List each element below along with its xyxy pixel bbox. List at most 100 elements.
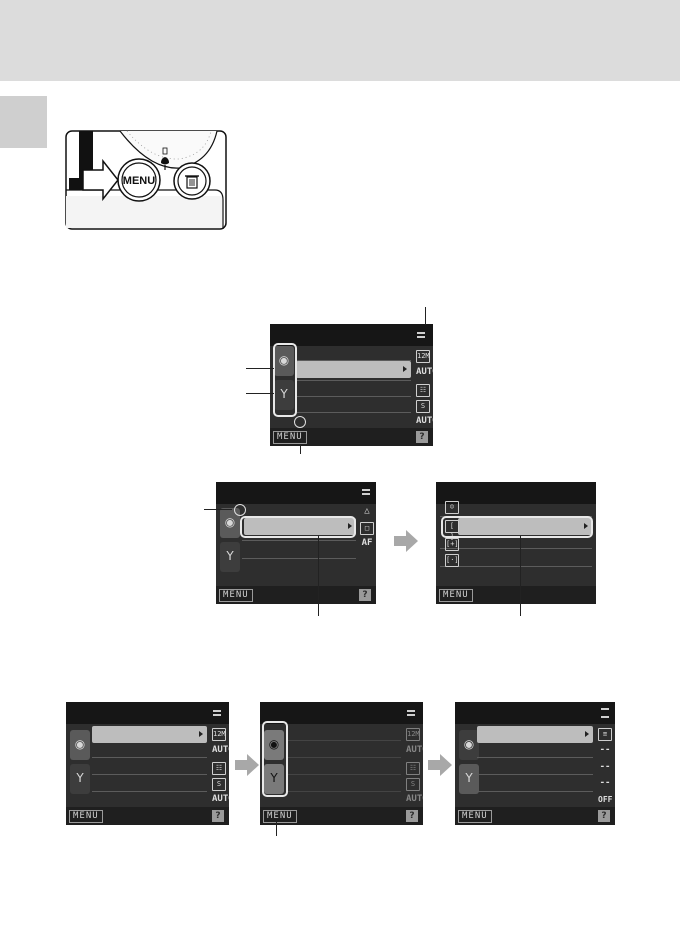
setup-tab[interactable]: Y	[274, 380, 294, 410]
menu-label: MENU	[273, 431, 307, 444]
iso-icon: AUTO	[416, 416, 433, 426]
menu-row-selected[interactable]	[477, 726, 593, 743]
screen-bottom-bar: MENU	[436, 586, 596, 604]
bottom-setup-screen: ◉ Y ≡ -- -- -- OFF MENU ?	[455, 702, 615, 825]
menu-row-divider	[440, 566, 592, 567]
screen-title-bar	[66, 702, 229, 724]
white-balance-icon: AUTO	[406, 745, 423, 755]
shooting-menu-screen: ◉ Y 12M AUTO ☷ S AUTO MENU ?	[270, 324, 433, 446]
wrench-icon: Y	[465, 771, 473, 785]
screen-bottom-bar: MENU ?	[260, 807, 423, 825]
setup-tab[interactable]: Y	[70, 764, 90, 794]
setup-tab[interactable]: Y	[459, 764, 479, 794]
menu-tab-column[interactable]: ◉ Y	[274, 346, 294, 412]
menu-label: MENU	[263, 810, 297, 823]
shooting-tab[interactable]: ◉	[264, 730, 284, 760]
menu-row-divider	[286, 774, 401, 775]
menu-label: MENU	[69, 810, 103, 823]
callout-line	[300, 444, 301, 454]
scroll-indicator-icon	[362, 489, 370, 495]
menu-tab-column[interactable]: ◉ Y	[459, 730, 479, 796]
scroll-down-marker	[294, 416, 306, 428]
shooting-tab[interactable]: ◉	[220, 508, 240, 538]
menu-row-divider	[440, 548, 592, 549]
image-size-icon: 12M	[416, 350, 430, 363]
center-area-icon[interactable]: [·]	[445, 554, 459, 567]
scroll-indicator-icon	[213, 710, 221, 716]
continuous-icon: S	[406, 778, 420, 791]
shooting-tab[interactable]: ◉	[70, 730, 90, 760]
menu-row-selected[interactable]	[92, 726, 207, 743]
header-band	[0, 0, 680, 81]
continuous-icon: S	[416, 400, 430, 413]
camera-icon: ◉	[268, 737, 280, 751]
help-icon[interactable]: ?	[598, 810, 610, 822]
iso-icon: AUTO	[212, 794, 229, 804]
menu-row-selected[interactable]	[458, 518, 592, 535]
setup-tab[interactable]: Y	[264, 764, 284, 794]
menu-row-divider	[477, 791, 593, 792]
metering-icon: ☷	[406, 762, 420, 775]
menu-row-divider	[92, 757, 207, 758]
screen-title-bar	[260, 702, 423, 724]
help-icon[interactable]: ?	[416, 431, 428, 443]
menu-tab-column[interactable]: ◉ Y	[264, 730, 284, 796]
wrench-icon: Y	[270, 771, 278, 785]
menu-row-divider	[242, 558, 356, 559]
menu-row-divider	[477, 774, 593, 775]
setting-icon: △	[364, 506, 370, 516]
date-imprint-icon: --	[599, 778, 611, 788]
menu-row-divider	[296, 380, 411, 381]
row-highlight-frame	[441, 516, 593, 538]
camera-icon: ◉	[74, 737, 86, 751]
delete-button[interactable]	[173, 162, 211, 200]
scroll-up-marker	[234, 504, 246, 516]
callout-line	[276, 822, 277, 836]
menu-row-divider	[477, 757, 593, 758]
scroll-indicator-icon	[407, 710, 415, 716]
face-priority-icon[interactable]: ☺	[445, 501, 459, 514]
menu-tab-column[interactable]: ◉ Y	[220, 508, 240, 574]
menu-row-selected[interactable]	[296, 361, 411, 378]
menu-row-divider	[286, 791, 401, 792]
white-balance-icon: AUTO	[416, 367, 433, 377]
scroll-indicator-icon	[601, 708, 609, 718]
callout-line	[246, 368, 274, 369]
menu-label: MENU	[458, 810, 492, 823]
menu-row-selected[interactable]	[244, 518, 356, 535]
white-balance-icon: AUTO	[212, 745, 229, 755]
chapter-side-tab	[0, 96, 47, 148]
row-highlight-frame	[240, 516, 356, 538]
continuous-icon: S	[212, 778, 226, 791]
help-icon[interactable]: ?	[359, 589, 371, 601]
welcome-screen-icon: ≡	[598, 728, 612, 741]
vr-icon: OFF	[598, 795, 613, 804]
menu-button[interactable]: MENU	[117, 158, 161, 202]
setup-tab[interactable]: Y	[220, 542, 240, 572]
manual-area-icon[interactable]: [+]	[445, 538, 459, 551]
arrow-right-icon	[394, 530, 418, 552]
monitor-icon: --	[599, 762, 611, 772]
scroll-indicator-icon	[417, 332, 425, 338]
date-icon: --	[599, 745, 611, 755]
screen-title-bar	[270, 324, 433, 346]
help-icon[interactable]: ?	[406, 810, 418, 822]
image-size-icon: 12M	[212, 728, 226, 741]
screen-bottom-bar: MENU ?	[216, 586, 376, 604]
callout-line	[204, 509, 232, 510]
shooting-tab[interactable]: ◉	[274, 346, 294, 376]
menu-label: MENU	[439, 589, 473, 602]
trash-icon	[185, 175, 199, 189]
help-icon[interactable]: ?	[212, 810, 224, 822]
menu-tab-column[interactable]: ◉ Y	[70, 730, 90, 796]
scroll-menu-screen: ◉ Y △ □ AF MENU ?	[216, 482, 376, 604]
bottom-tab-focus-screen: ◉ Y 12M AUTO ☷ S AUTO MENU ?	[260, 702, 423, 825]
menu-label: MENU	[219, 589, 253, 602]
arrow-right-icon	[428, 754, 452, 776]
menu-row-divider	[296, 360, 411, 361]
af-mode-icon: AF	[361, 538, 373, 548]
shooting-tab[interactable]: ◉	[459, 730, 479, 760]
wrench-icon: Y	[280, 387, 288, 401]
callout-line	[520, 536, 521, 616]
screen-bottom-bar: MENU ?	[455, 807, 615, 825]
